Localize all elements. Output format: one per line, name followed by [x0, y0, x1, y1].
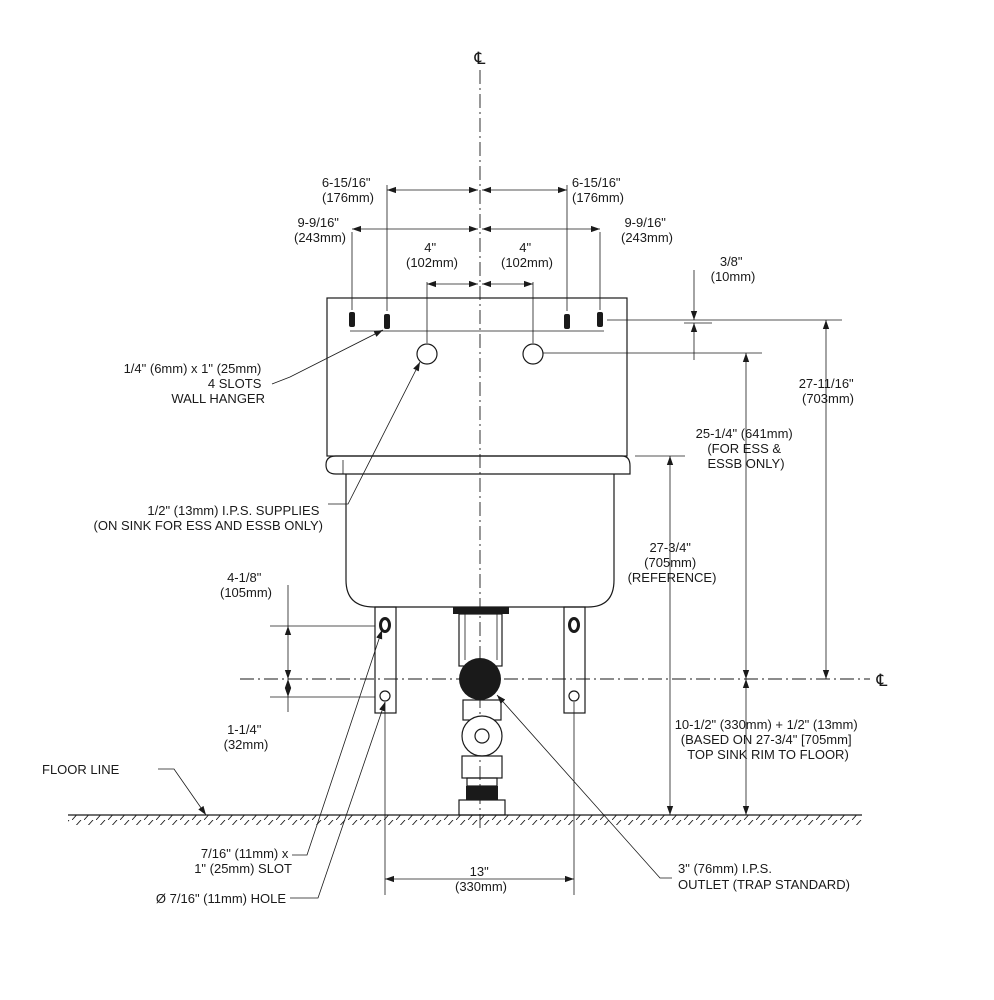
dim-top-mid-left: 9-9/16" (243mm) [294, 215, 346, 245]
dim-supply-right: 4" (102mm) [501, 240, 553, 270]
hanger-slot-2 [384, 314, 390, 329]
callout-notes: 1/4" (6mm) x 1" (25mm) 4 SLOTS WALL HANG… [42, 361, 850, 906]
leg-right [563, 606, 586, 714]
leg-left [374, 606, 397, 714]
dim-overall-height: 27-11/16" (703mm) [799, 376, 858, 406]
dim-top-mid-right: 9-9/16" (243mm) [621, 215, 673, 245]
hanger-slot-3 [564, 314, 570, 329]
centerline-symbol-top: ℄ [474, 49, 486, 68]
leg-slot-left [379, 617, 391, 633]
wall-hanger-slots [349, 312, 603, 329]
supply-hole-right [522, 343, 544, 365]
drain-trap-assembly [453, 607, 509, 816]
dim-rim-reference: 27-3/4" (705mm) (REFERENCE) [628, 540, 717, 585]
leg-hole-left [379, 690, 391, 702]
supply-hole-left [416, 343, 438, 365]
sink-backsplash [326, 297, 628, 457]
leg-slot-right [568, 617, 580, 633]
floor-line [68, 814, 862, 825]
note-leg-slot: 7/16" (11mm) x 1" (25mm) SLOT [194, 846, 292, 876]
dim-top-outer-left: 6-15/16" (176mm) [322, 175, 374, 205]
dim-supply-height: 25-1/4" (641mm) (FOR ESS & ESSB ONLY) [696, 426, 797, 471]
note-wall-hanger: 1/4" (6mm) x 1" (25mm) 4 SLOTS WALL HANG… [124, 361, 265, 406]
centerline-symbol-right: ℄ [876, 671, 888, 690]
leg-hole-right [568, 690, 580, 702]
note-floor-line: FLOOR LINE [42, 762, 120, 777]
leader-lines [158, 329, 672, 899]
note-outlet: 3" (76mm) I.P.S. OUTLET (TRAP STANDARD) [678, 861, 850, 892]
hanger-slot-1 [349, 312, 355, 327]
note-supplies: 1/2" (13mm) I.P.S. SUPPLIES (ON SINK FOR… [94, 503, 323, 533]
dim-slot-offset: 3/8" (10mm) [711, 254, 756, 284]
dim-leg-spacing: 13" (330mm) [455, 864, 507, 894]
dim-leg-lower: 1-1/4" (32mm) [224, 722, 269, 752]
outlet-symbol [459, 658, 501, 700]
dim-outlet-height: 10-1/2" (330mm) + 1/2" (13mm) (BASED ON … [675, 717, 862, 762]
dimension-text: 6-15/16" (176mm) 6-15/16" (176mm) 9-9/16… [220, 175, 862, 894]
dim-leg-upper: 4-1/8" (105mm) [220, 570, 272, 600]
dim-supply-left: 4" (102mm) [406, 240, 458, 270]
dimension-lines [284, 186, 830, 883]
note-leg-hole: Ø 7/16" (11mm) HOLE [156, 891, 286, 906]
hanger-slot-4 [597, 312, 603, 327]
sink-rim [325, 455, 631, 475]
dim-top-outer-right: 6-15/16" (176mm) [572, 175, 624, 205]
